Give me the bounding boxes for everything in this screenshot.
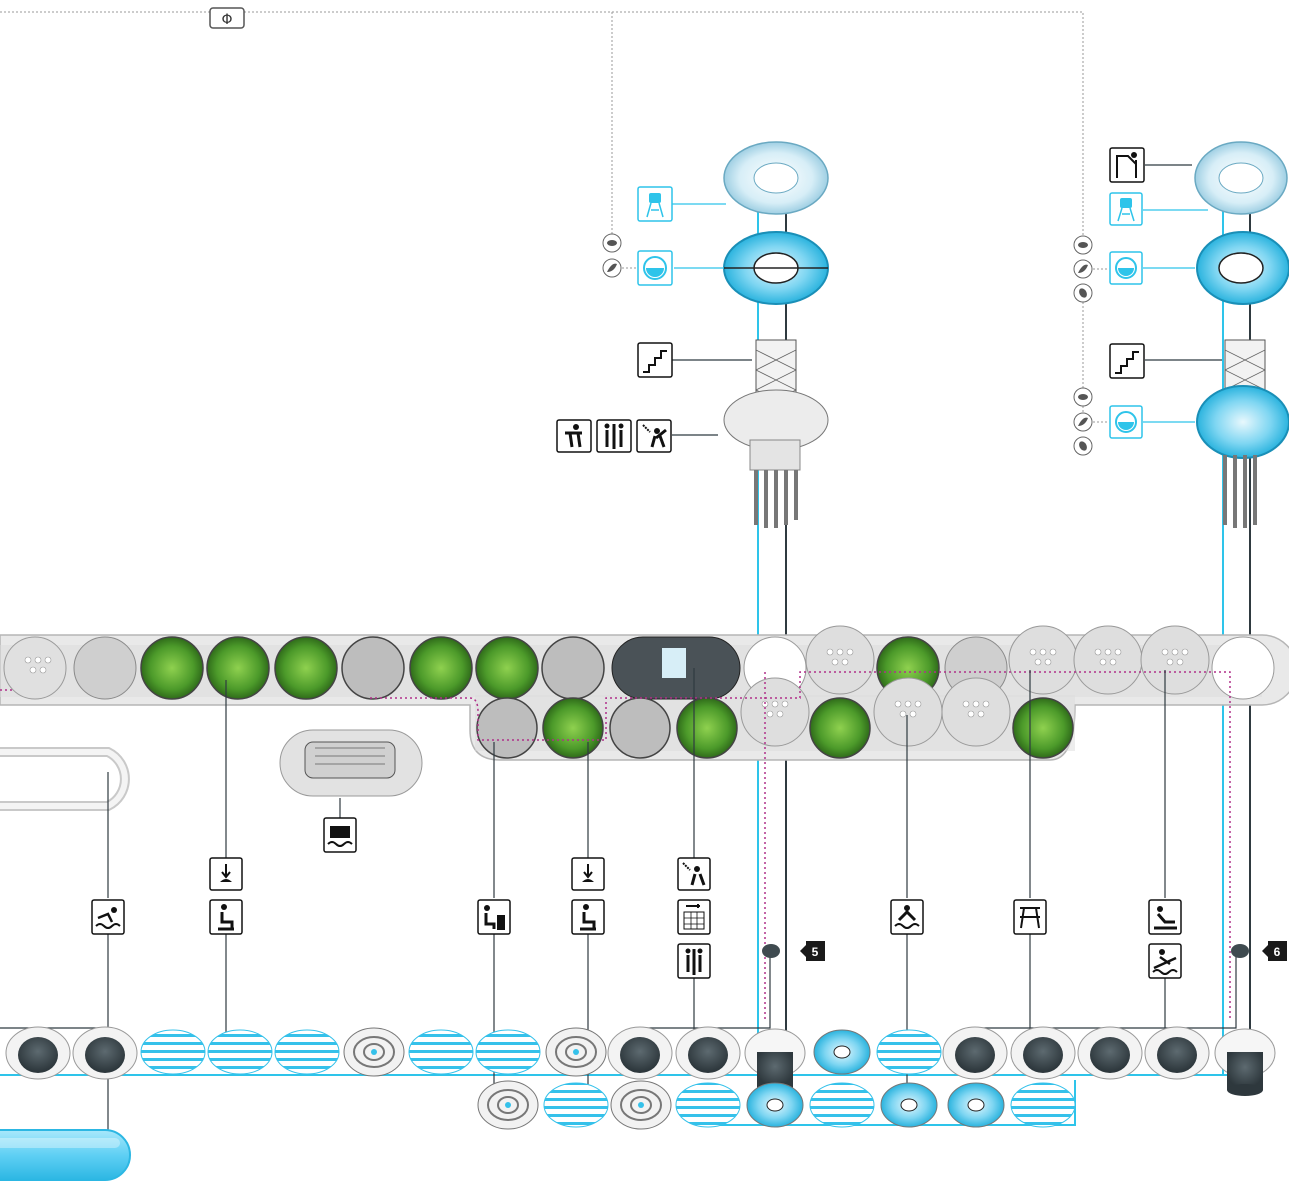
lifeguard-icon: [1110, 148, 1144, 182]
kiosk-icon: [478, 900, 510, 934]
ferry-boat: [280, 730, 422, 796]
water-tower-icon: [638, 187, 672, 221]
marker-5: 5: [762, 941, 825, 961]
lockers-icon: [678, 900, 710, 934]
wave-pool-icon: [891, 900, 923, 934]
marker-6: 6: [1231, 941, 1287, 961]
ferry-icon: [324, 818, 356, 852]
water-basin-icon: [638, 251, 672, 285]
sitting-icon: [210, 900, 242, 934]
picnic-table-icon: [1014, 900, 1046, 934]
right-tower-blue-leaders: [1143, 210, 1208, 422]
restroom-icon: [597, 420, 631, 452]
filter-connector: [1093, 269, 1108, 422]
fish-filter-icon: [603, 234, 621, 252]
sunbathing-icon: [1149, 900, 1181, 934]
restroom-icon: [678, 944, 710, 978]
swimming-icon: [92, 900, 124, 934]
stairs-icon: [638, 343, 672, 377]
system-row-2: [478, 1081, 1075, 1129]
water-tower-icon: [1110, 193, 1142, 225]
svg-text:Φ: Φ: [221, 12, 232, 28]
top-dotted-connectors: [0, 12, 1083, 420]
marker-6-label: 6: [1274, 945, 1281, 959]
left-tower: [724, 142, 828, 528]
right-tower: [1195, 142, 1289, 528]
plant-filter-icon: [603, 259, 621, 277]
left-tower-blue-leaders: [672, 204, 726, 268]
plant-watering-icon: [572, 858, 604, 890]
utility-symbol-icon: Φ: [210, 8, 244, 28]
marker-5-label: 5: [812, 945, 819, 959]
swimming-pool: [0, 1130, 130, 1180]
shower-icon: [678, 858, 710, 890]
stairs-icon: [1110, 344, 1144, 378]
swim-loop: [0, 752, 125, 806]
water-basin-icon: [1110, 406, 1142, 438]
water-basin-icon: [1110, 252, 1142, 284]
fitness-icon: [557, 420, 591, 452]
plant-watering-icon: [210, 858, 242, 890]
shower-icon: [637, 420, 671, 452]
boat-ramp-icon: [1149, 944, 1181, 978]
sitting-icon: [572, 900, 604, 934]
